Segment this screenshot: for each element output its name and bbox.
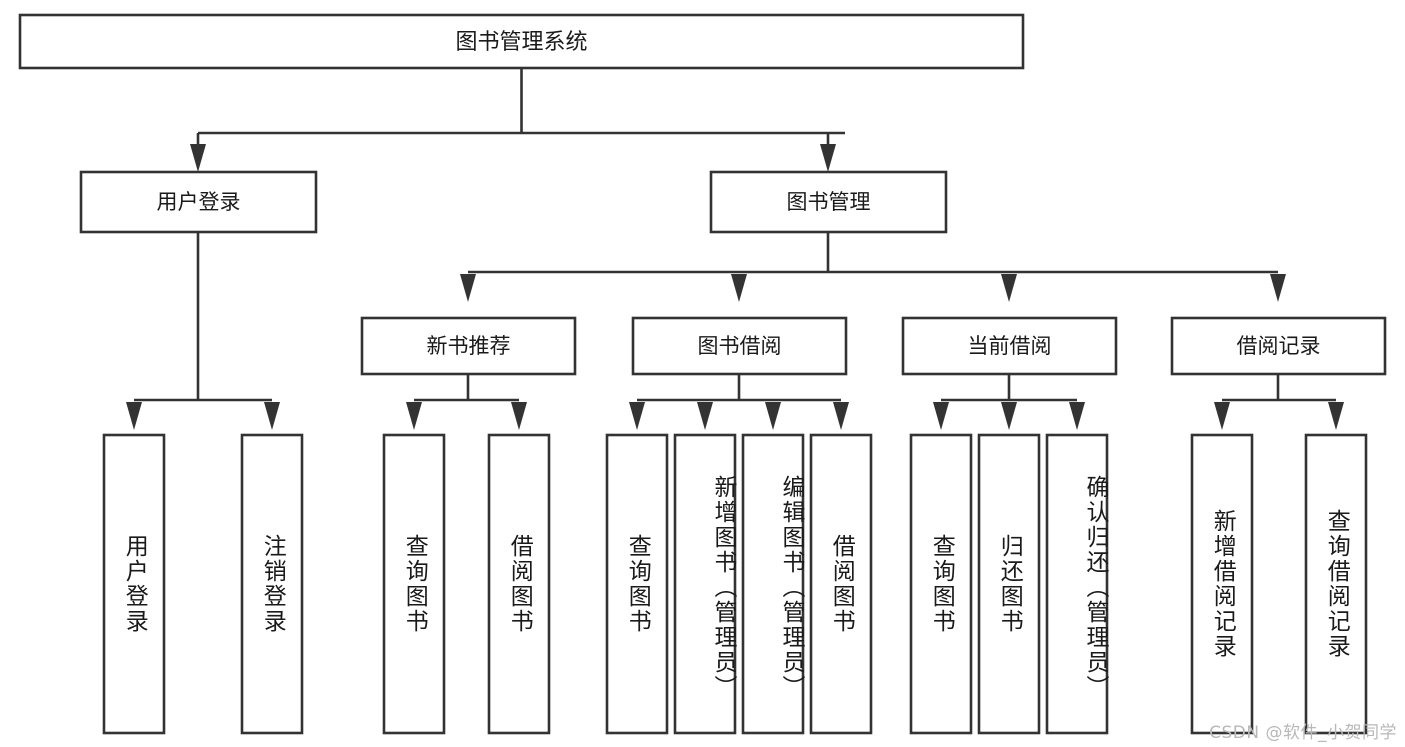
arrow-head-book-manage [820, 144, 836, 172]
node-leaf-add-book-box[interactable] [673, 433, 737, 735]
node-leaf-query-book-3-box[interactable] [909, 433, 973, 735]
arrow-head-leaf-logout-login [264, 402, 280, 430]
node-new-book-recommend-label: 新书推荐 [427, 334, 511, 358]
node-leaf-query-book-2-box[interactable] [605, 433, 669, 735]
node-layer: 图书管理系统 用户登录 图书管理 新书推荐 图书借阅 当前借阅 借阅记录 [18, 13, 1387, 735]
arrow-head-current-borrow [1001, 274, 1017, 302]
node-root-box[interactable] [18, 13, 1025, 70]
node-book-borrow-label: 图书借阅 [698, 334, 782, 358]
node-book-manage-box[interactable] [709, 170, 948, 234]
node-new-book-recommend-box[interactable] [360, 316, 577, 376]
connector-layer [126, 68, 1344, 430]
node-root-label: 图书管理系统 [455, 30, 587, 55]
csdn-watermark: CSDN @软件_小贺同学 [1209, 723, 1397, 743]
node-current-borrow-box[interactable] [901, 316, 1118, 376]
arrow-head-new-book-recommend [460, 274, 476, 302]
node-leaf-borrow-book-1-box[interactable] [487, 433, 551, 735]
arrow-head-leaf-query-record [1328, 402, 1344, 430]
node-leaf-user-login-box[interactable] [102, 433, 166, 735]
arrow-head-leaf-query-book-2 [629, 402, 645, 430]
node-leaf-borrow-book-2-box[interactable] [809, 433, 873, 735]
node-leaf-add-record-box[interactable] [1190, 433, 1254, 735]
arrow-head-book-borrow [731, 274, 747, 302]
arrow-head-borrow-record [1270, 274, 1286, 302]
node-leaf-edit-book-box[interactable] [741, 433, 805, 735]
node-book-manage-label: 图书管理 [787, 190, 871, 214]
node-leaf-query-book-1-box[interactable] [382, 433, 446, 735]
node-current-borrow-label: 当前借阅 [968, 334, 1052, 358]
arrow-head-leaf-query-book-1 [406, 402, 422, 430]
arrow-head-leaf-return-book [1001, 402, 1017, 430]
arrow-head-leaf-confirm-return [1069, 402, 1085, 430]
arrow-head-leaf-add-book [697, 402, 713, 430]
node-leaf-query-record-box[interactable] [1304, 433, 1368, 735]
node-leaf-return-book-box[interactable] [977, 433, 1041, 735]
node-book-borrow-box[interactable] [631, 316, 848, 376]
node-leaf-confirm-return-box[interactable] [1045, 433, 1109, 735]
node-borrow-record-box[interactable] [1170, 316, 1387, 376]
arrow-head-leaf-edit-book [765, 402, 781, 430]
node-leaf-logout-login-box[interactable] [240, 433, 304, 735]
node-user-login-label: 用户登录 [157, 190, 241, 214]
arrow-head-leaf-add-record [1214, 402, 1230, 430]
arrow-head-leaf-user-login [126, 402, 142, 430]
arrow-head-leaf-query-book-3 [933, 402, 949, 430]
arrow-head-leaf-borrow-book-2 [833, 402, 849, 430]
arrow-head-user-login [190, 144, 206, 172]
node-user-login-box[interactable] [79, 170, 318, 234]
node-borrow-record-label: 借阅记录 [1237, 334, 1321, 358]
arrow-head-leaf-borrow-book-1 [511, 402, 527, 430]
